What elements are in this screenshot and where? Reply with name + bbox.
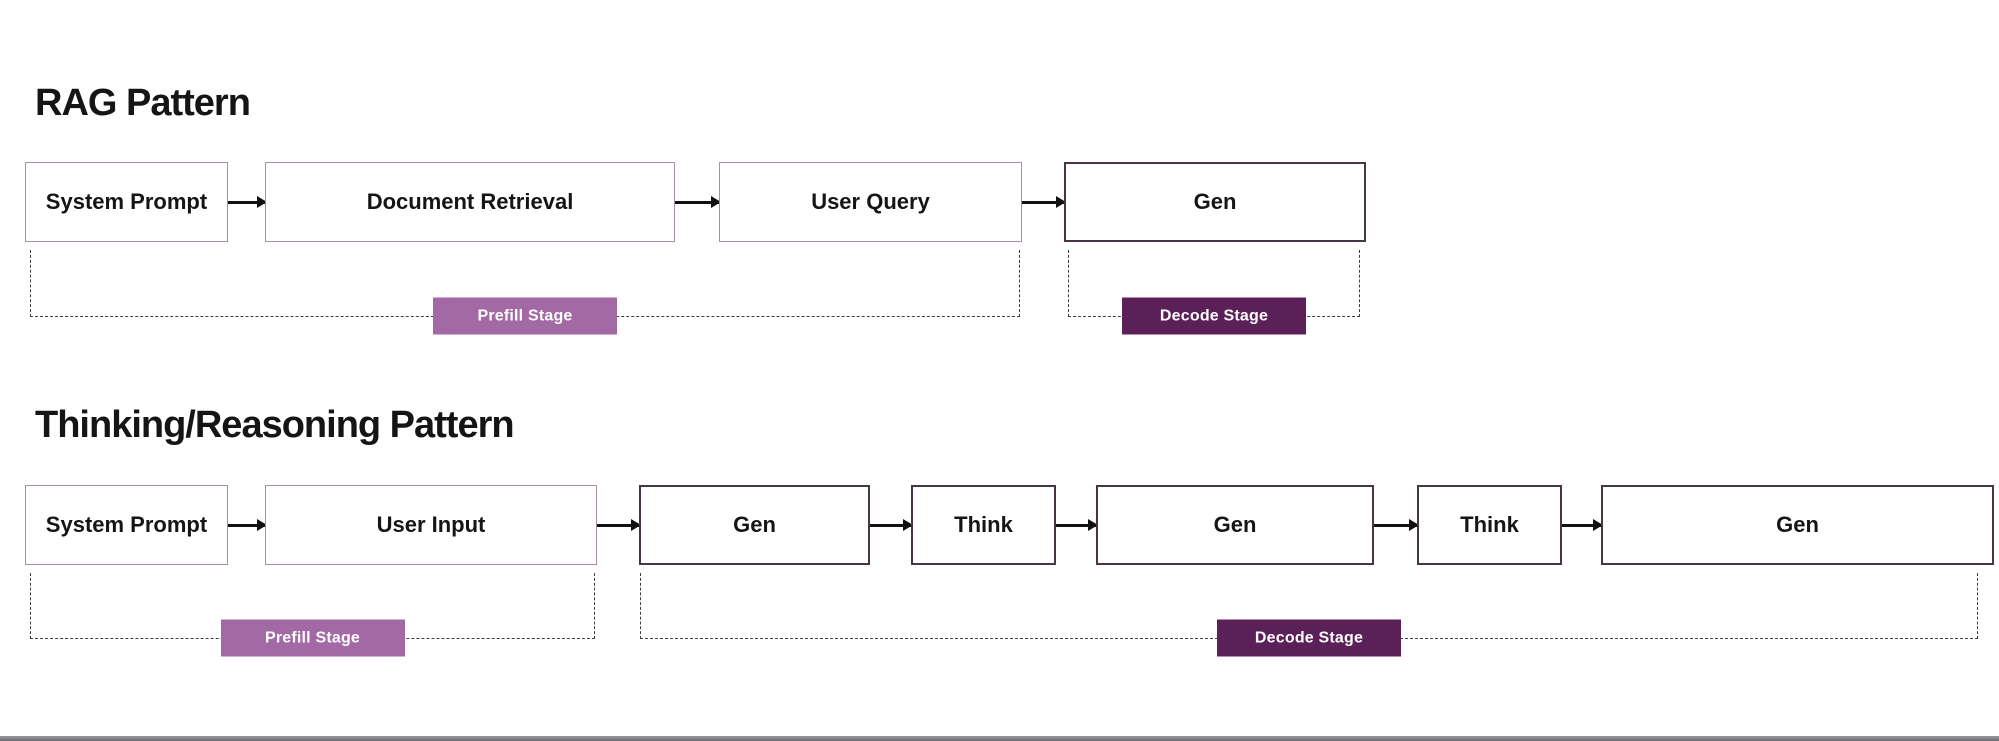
- thinking-reasoning-pattern-title: Thinking/Reasoning Pattern: [35, 404, 515, 446]
- arrow-right-icon: [870, 519, 913, 530]
- prefill-stage-badge: Prefill Stage: [433, 297, 617, 335]
- arrow-right-icon: [1374, 519, 1419, 530]
- rag-pattern-title: RAG Pattern: [35, 82, 251, 124]
- arrow-right-icon: [1022, 196, 1066, 207]
- prefill-bracket: Prefill Stage: [30, 250, 1020, 335]
- flow-box-gen: Gen: [1601, 485, 1994, 565]
- flow-box-gen: Gen: [1096, 485, 1374, 565]
- prefill-bracket: Prefill Stage: [30, 573, 595, 657]
- bottom-bar: [0, 736, 1999, 741]
- arrow-right-icon: [228, 519, 267, 530]
- flow-box-think: Think: [911, 485, 1056, 565]
- arrow-right-icon: [675, 196, 721, 207]
- decode-bracket: Decode Stage: [1068, 250, 1360, 335]
- flow-box-think: Think: [1417, 485, 1562, 565]
- flow-box-system-prompt: System Prompt: [25, 162, 228, 242]
- decode-bracket: Decode Stage: [640, 573, 1978, 657]
- decode-stage-badge: Decode Stage: [1217, 619, 1401, 657]
- prefill-stage-badge: Prefill Stage: [220, 619, 405, 657]
- decode-stage-badge: Decode Stage: [1122, 297, 1306, 335]
- flow-box-document-retrieval: Document Retrieval: [265, 162, 675, 242]
- arrow-right-icon: [597, 519, 641, 530]
- arrow-right-icon: [1562, 519, 1603, 530]
- arrow-right-icon: [228, 196, 267, 207]
- arrow-right-icon: [1056, 519, 1098, 530]
- flow-box-gen: Gen: [1064, 162, 1366, 242]
- flow-box-system-prompt: System Prompt: [25, 485, 228, 565]
- flow-box-gen: Gen: [639, 485, 870, 565]
- flow-box-user-input: User Input: [265, 485, 597, 565]
- flow-box-user-query: User Query: [719, 162, 1022, 242]
